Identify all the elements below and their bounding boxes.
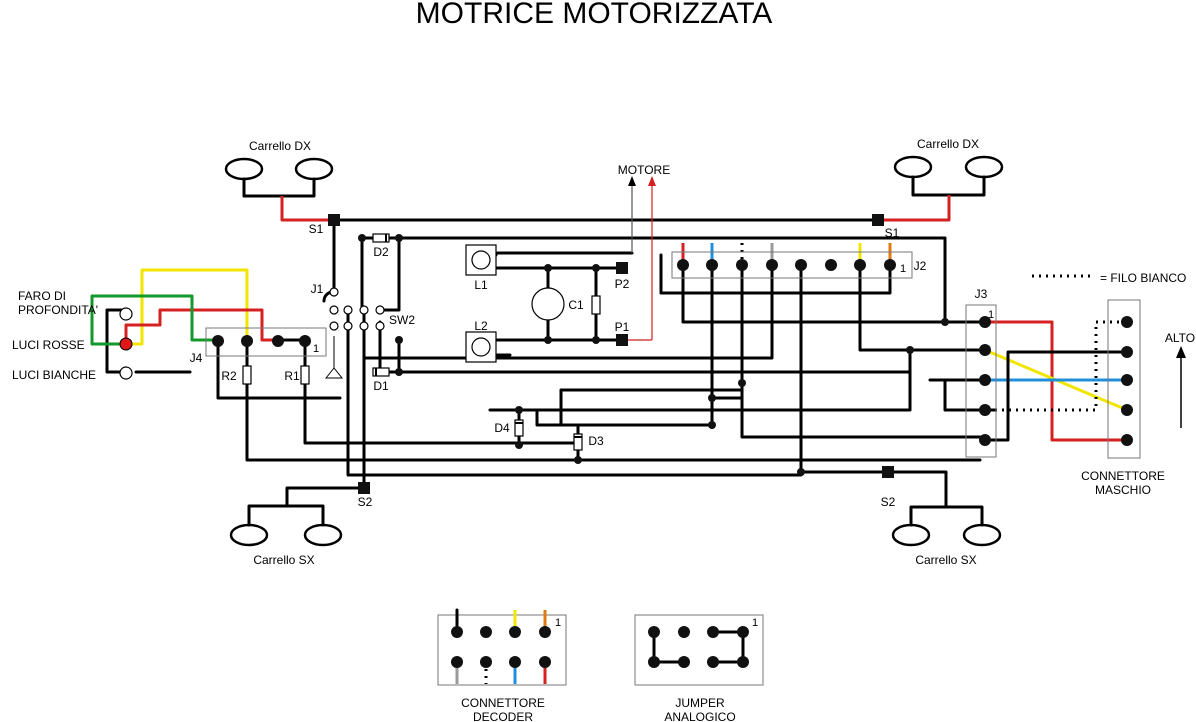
label-p2: P2 [615,277,630,291]
label-j3: J3 [975,287,988,301]
label-r1: R1 [284,369,300,383]
label-j1: J1 [311,282,324,296]
label-l2: L2 [474,319,488,333]
diagram-title: MOTRICE MOTORIZZATA [416,0,773,30]
alto-arrow [1176,346,1186,428]
label-d3: D3 [588,434,604,448]
label-maschio-2: MASCHIO [1095,483,1151,497]
jumper-pin-one: 1 [752,617,758,629]
carrello-dx-right: Carrello DX [878,137,1004,222]
label-pin1-j2: 1 [900,263,906,275]
label-d1: D1 [373,379,389,393]
jumper-label-1: JUMPER [675,696,725,710]
components [119,214,1141,494]
label-d2: D2 [373,245,389,259]
carrello-sx-right: Carrello SX [886,470,1002,567]
carrello-dx-left: Carrello DX [224,139,334,222]
label-r2: R2 [221,369,237,383]
label-s1-left: S1 [309,222,324,236]
label-faro-1: FARO DI [18,289,66,303]
label-maschio-1: CONNETTORE [1081,469,1165,483]
component-labels: S1 S1 S2 S2 D2 D1 D4 D3 J1 SW2 L1 L2 C1 … [12,163,1195,509]
carrello-sx-left: Carrello SX [229,486,367,567]
label-pin1-j4: 1 [313,343,319,355]
label-j2: J2 [914,259,927,273]
label-filo-bianco: = FILO BIANCO [1100,271,1186,285]
label-s1-right: S1 [885,226,900,240]
decoder-label-1: CONNETTORE [461,696,545,710]
label-c1: C1 [568,298,584,312]
carrello-sx-right-label: Carrello SX [915,553,976,567]
label-faro-2: PROFONDITA' [18,303,98,317]
label-d4: D4 [494,421,510,435]
carrello-dx-right-label: Carrello DX [917,137,979,151]
jumper-analogico: 1 JUMPER ANALOGICO [634,614,764,722]
carrello-dx-left-label: Carrello DX [249,139,311,153]
jumper-label-2: ANALOGICO [664,710,735,722]
label-s2-left: S2 [358,495,373,509]
decoder-pin-one: 1 [555,617,561,629]
label-pin1-j3: 1 [988,309,994,321]
label-p1: P1 [615,320,630,334]
label-l1: L1 [474,278,488,292]
label-luci-rosse: LUCI ROSSE [12,338,85,352]
label-s2-right: S2 [881,495,896,509]
carrello-sx-left-label: Carrello SX [253,553,314,567]
label-motore: MOTORE [618,163,670,177]
decoder-label-2: DECODER [473,710,533,722]
label-alto: ALTO [1165,331,1195,345]
label-sw2: SW2 [389,313,415,327]
connettore-decoder: 1 CONNETTORE DECODER [437,608,567,722]
label-j4: J4 [190,351,203,365]
label-luci-bianche: LUCI BIANCHE [12,368,96,382]
